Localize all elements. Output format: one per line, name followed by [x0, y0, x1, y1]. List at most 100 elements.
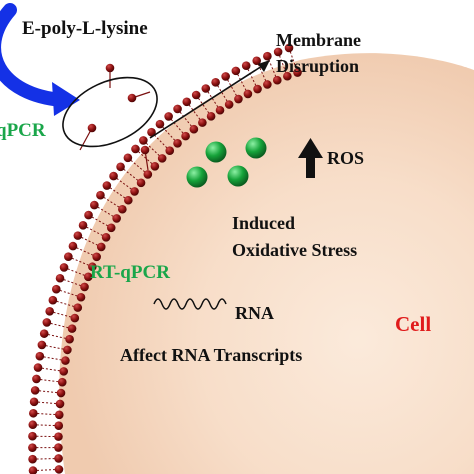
- lipid-tail: [32, 424, 59, 427]
- inserted-lipid-head: [105, 63, 115, 73]
- lipid-head: [221, 72, 230, 81]
- lipid-tail: [44, 333, 70, 340]
- lipid-head: [67, 324, 77, 333]
- lipid-head: [45, 306, 55, 316]
- lipid-bilayer: [28, 43, 302, 474]
- inserted-lipid-head: [140, 145, 150, 155]
- pointer-arrow-icon: [149, 60, 270, 139]
- lipid-head: [32, 374, 41, 384]
- lipid-head: [112, 214, 121, 223]
- lipid-head: [201, 84, 211, 93]
- lipid-head: [96, 242, 106, 252]
- lipid-head: [35, 351, 45, 361]
- lipid-head: [28, 454, 37, 464]
- lipid-head: [55, 273, 65, 283]
- cell-label: Cell: [395, 312, 432, 336]
- lipid-head: [150, 161, 160, 171]
- lipid-head: [109, 171, 118, 181]
- lipid-tail: [159, 123, 178, 144]
- lipid-head: [39, 329, 49, 338]
- lipid-tail: [68, 256, 93, 268]
- ros-sphere: [186, 166, 208, 188]
- lipid-head: [165, 146, 175, 155]
- lipid-head: [234, 94, 243, 104]
- disruption-region: [62, 76, 158, 148]
- lipid-head: [57, 377, 67, 387]
- up-arrow-icon: [298, 138, 323, 178]
- lipid-head: [84, 210, 93, 220]
- lipid-head: [37, 340, 47, 350]
- rt-qpcr-label: RT-qPCR: [90, 262, 170, 283]
- lipid-head: [28, 443, 37, 452]
- rna-label: RNA: [235, 303, 274, 323]
- lipid-tail: [245, 65, 259, 90]
- lipid-tail: [100, 194, 123, 210]
- lipid-head: [206, 111, 216, 121]
- lipid-head: [83, 272, 93, 282]
- lipid-head: [73, 231, 83, 240]
- lipid-head: [30, 386, 40, 395]
- lipid-head: [28, 466, 38, 474]
- lipid-tail: [195, 94, 212, 117]
- lipid-head: [29, 408, 38, 418]
- lipid-head: [52, 284, 61, 294]
- lipid-tail: [106, 185, 129, 201]
- lipid-head: [155, 119, 165, 129]
- lipid-head: [68, 241, 78, 251]
- lipid-head: [136, 178, 146, 188]
- lipid-tail: [63, 266, 89, 278]
- lipid-head: [78, 220, 88, 230]
- lipid-head: [293, 68, 302, 77]
- lipid-tail: [41, 344, 68, 351]
- lipid-head: [64, 252, 73, 262]
- lipid-tail: [235, 70, 249, 95]
- lipid-tail: [82, 224, 107, 238]
- lipid-head: [116, 162, 125, 172]
- lipid-head: [181, 131, 190, 141]
- lipid-head: [182, 97, 192, 107]
- lipid-head: [80, 282, 89, 292]
- lipid-tail: [52, 299, 78, 309]
- lipid-head: [263, 51, 272, 61]
- ros-spheres: [186, 137, 267, 188]
- affect-rna-label: Affect RNA Transcripts: [120, 345, 303, 365]
- lipid-head: [147, 127, 156, 137]
- lipid-head: [73, 303, 83, 312]
- lipid-head: [28, 431, 37, 441]
- lipid-head: [55, 399, 65, 409]
- lipid-head: [48, 295, 58, 305]
- lipid-tail: [143, 140, 163, 159]
- ros-sphere: [245, 137, 267, 159]
- lipid-head: [28, 420, 38, 430]
- rna-wave-icon: [153, 298, 227, 310]
- lipid-head: [88, 262, 97, 272]
- curved-arrow-icon: [0, 3, 80, 116]
- lipid-tail: [120, 166, 142, 184]
- lipid-tail: [225, 76, 239, 100]
- lipid-head: [76, 292, 86, 302]
- induced-label: Induced: [232, 213, 296, 233]
- lipid-tail: [77, 235, 102, 248]
- lipid-head: [42, 318, 52, 327]
- lipid-tail: [266, 55, 278, 81]
- lipid-head: [102, 181, 112, 190]
- oxidative-stress-label: Oxidative Stress: [232, 240, 358, 260]
- lipid-tail: [36, 378, 63, 383]
- lipid-head: [198, 118, 207, 127]
- lipid-tail: [32, 468, 60, 472]
- lipid-head: [211, 77, 220, 87]
- lipid-head: [54, 410, 64, 420]
- lipid-head: [61, 356, 70, 365]
- lipid-head: [123, 153, 133, 163]
- lipid-tail: [288, 47, 298, 73]
- ros-sphere: [205, 141, 227, 163]
- lipid-head: [253, 84, 262, 94]
- lipid-head: [90, 200, 99, 210]
- membrane-disruption-label-line2: Disruption: [276, 56, 360, 76]
- lipid-head: [54, 432, 63, 441]
- lipid-head: [106, 223, 116, 233]
- lipid-head: [29, 397, 39, 407]
- lipid-head: [59, 367, 69, 376]
